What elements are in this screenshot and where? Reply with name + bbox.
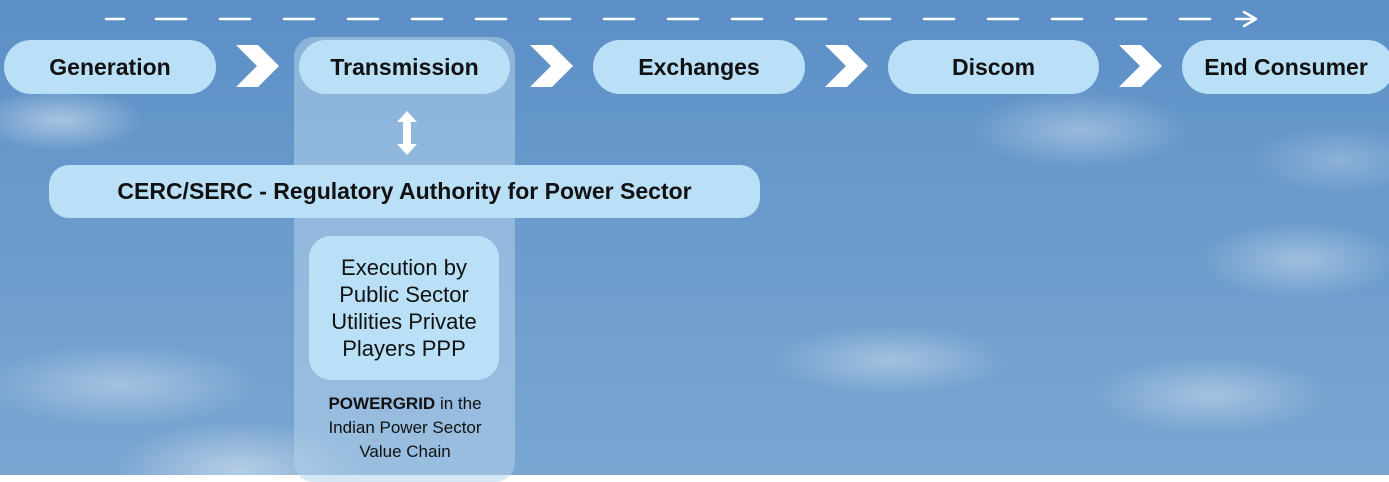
step-transmission: Transmission: [299, 40, 510, 94]
chevron-right-icon: [236, 45, 279, 87]
step-exchanges: Exchanges: [593, 40, 805, 94]
execution-box: Execution by Public Sector Utilities Pri…: [309, 236, 499, 380]
step-discom: Discom: [888, 40, 1099, 94]
execution-line: Players PPP: [342, 336, 466, 361]
execution-line: Execution by: [341, 255, 467, 280]
powergrid-caption: POWERGRID in the Indian Power Sector Val…: [296, 392, 514, 464]
step-end-consumer: End Consumer: [1182, 40, 1389, 94]
arrowhead-icon: [1242, 10, 1258, 28]
execution-line: Utilities Private: [331, 309, 477, 334]
caption-text: Indian Power Sector: [328, 418, 482, 437]
chevron-right-icon: [530, 45, 573, 87]
flow-direction-arrow: [104, 10, 1258, 28]
chevron-right-icon: [1119, 45, 1162, 87]
caption-text: Value Chain: [359, 442, 451, 461]
caption-text: in the: [439, 394, 482, 413]
caption-brand: POWERGRID: [328, 394, 436, 413]
regulatory-authority-box: CERC/SERC - Regulatory Authority for Pow…: [49, 165, 760, 218]
chevron-right-icon: [825, 45, 868, 87]
up-down-arrow-icon: [397, 111, 417, 155]
execution-line: Public Sector: [339, 282, 469, 307]
step-generation: Generation: [4, 40, 216, 94]
